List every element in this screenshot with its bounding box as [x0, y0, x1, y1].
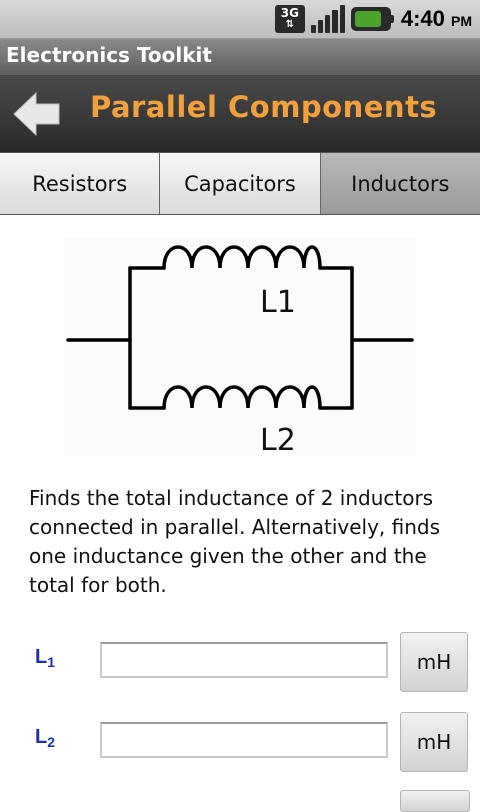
parallel-inductor-diagram: L1 L2 [64, 238, 416, 458]
screen-title: Parallel Components [90, 90, 438, 124]
l2-input[interactable] [100, 722, 388, 758]
l1-label: L1 [35, 646, 55, 670]
back-arrow-icon [13, 91, 60, 137]
tab-resistors[interactable]: Resistors [0, 153, 161, 214]
l1-field-row: L1 mH [0, 632, 480, 696]
component-tabs: Resistors Capacitors Inductors [0, 152, 480, 215]
l2-field-row: L2 mH [0, 712, 480, 776]
status-bar: 3G ⇅ 4:40 PM [0, 0, 480, 39]
l2-unit-button[interactable]: mH [400, 712, 468, 772]
network-type-label: 3G [280, 6, 299, 20]
l2-label: L2 [35, 726, 55, 750]
next-unit-button-partial[interactable] [400, 790, 470, 812]
back-button[interactable] [12, 90, 62, 138]
app-title-bar: Electronics Toolkit [0, 39, 480, 76]
l1-input[interactable] [100, 642, 388, 678]
l1-label-letter: L [35, 646, 48, 668]
app-title: Electronics Toolkit [6, 43, 212, 67]
l1-label-subscript: 1 [47, 654, 56, 670]
inductor-label-l1: L1 [260, 285, 296, 320]
clock-time: 4:40 [400, 6, 445, 31]
tab-capacitors[interactable]: Capacitors [160, 153, 321, 214]
tab-inductors[interactable]: Inductors [320, 153, 480, 214]
l2-label-subscript: 2 [47, 734, 56, 750]
status-icons: 3G ⇅ 4:40 PM [274, 4, 472, 34]
screen-header: Parallel Components [0, 76, 480, 152]
network-3g-icon: 3G ⇅ [274, 5, 305, 33]
signal-strength-icon [310, 5, 345, 33]
clock-ampm: PM [451, 13, 472, 29]
calculator-description: Finds the total inductance of 2 inductor… [29, 486, 441, 597]
inductor-label-l2: L2 [260, 423, 296, 456]
status-clock: 4:40 PM [401, 6, 472, 32]
battery-charging-icon [350, 7, 394, 31]
l2-label-letter: L [35, 726, 48, 748]
l1-unit-button[interactable]: mH [400, 632, 468, 692]
